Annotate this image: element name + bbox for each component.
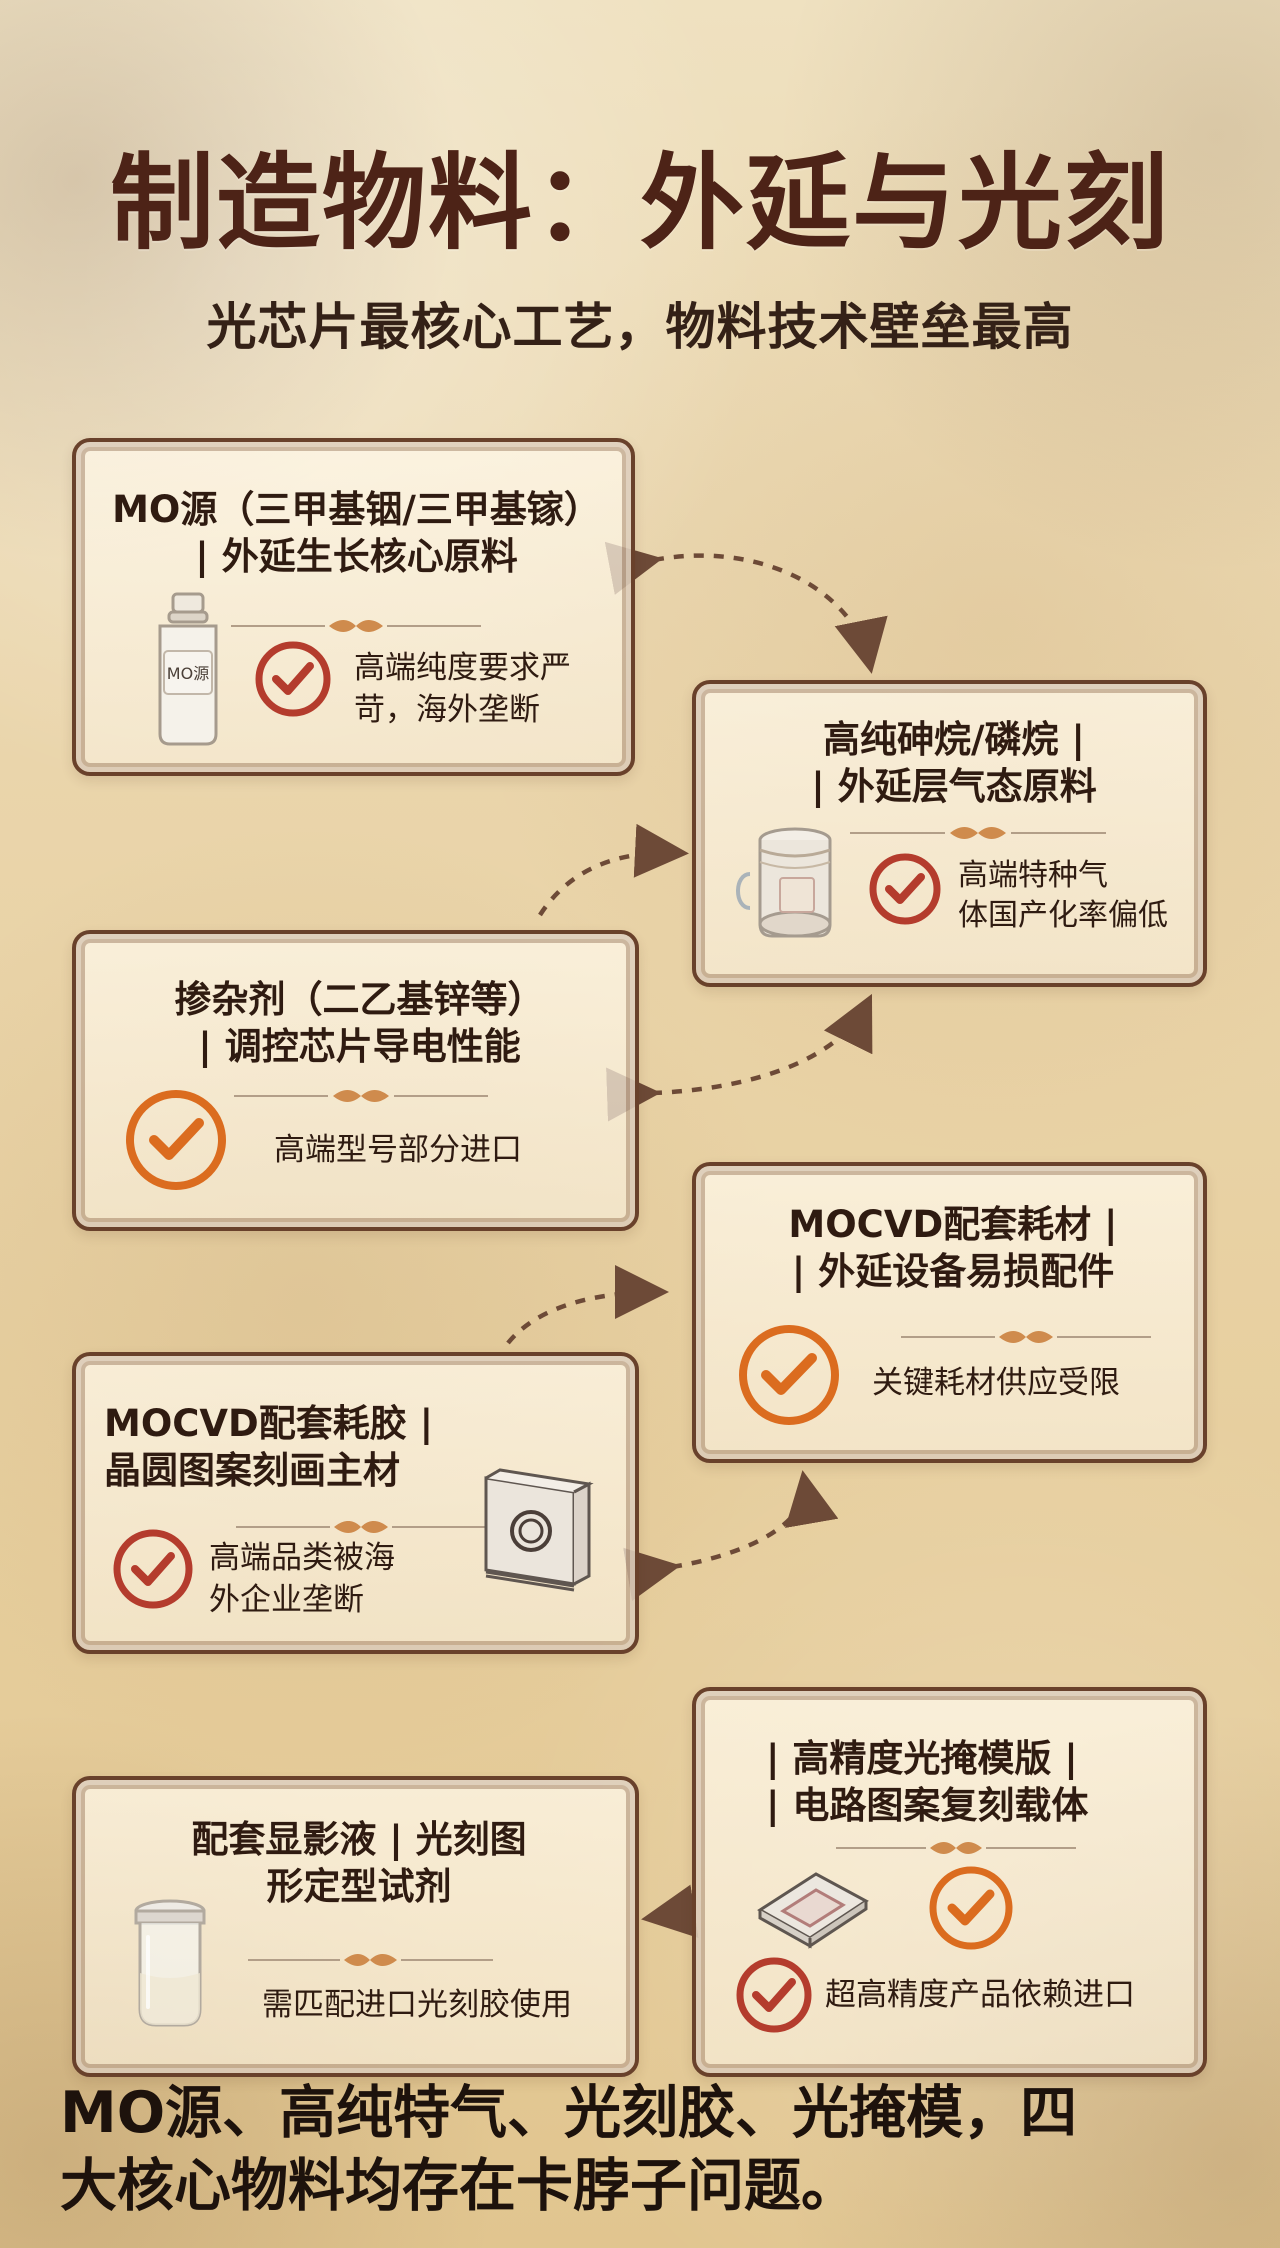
card-title: 配套显影液 | 光刻图 形定型试剂 bbox=[191, 1818, 527, 1909]
page-subtitle: 光芯片最核心工艺，物料技术壁垒最高 bbox=[206, 298, 1074, 356]
check-icon bbox=[732, 1318, 846, 1432]
card-title: 掺杂剂（二乙基锌等） | 调控芯片导电性能 bbox=[174, 978, 545, 1069]
card-description: 高端型号部分进口 bbox=[274, 1132, 522, 1168]
divider-ornament bbox=[231, 618, 481, 634]
divider-ornament bbox=[234, 1088, 488, 1104]
card-mocvd-consumables: MOCVD配套耗材 | | 外延设备易损配件 关键耗材供应受限 bbox=[692, 1162, 1207, 1463]
card-photomask: | 高精度光掩模版 | | 电路图案复刻载体 bbox=[692, 1687, 1207, 2077]
bottle-icon: MO源 bbox=[138, 584, 238, 754]
card-dopant: 掺杂剂（二乙基锌等） | 调控芯片导电性能 高端型号部分进口 bbox=[72, 930, 639, 1231]
card-title: MO源（三甲基铟/三甲基镓） | 外延生长核心原料 bbox=[112, 488, 601, 579]
divider-ornament bbox=[901, 1329, 1151, 1345]
check-icon bbox=[110, 1526, 196, 1612]
gas-canister-icon bbox=[734, 820, 852, 952]
card-description: 超高精度产品依赖进口 bbox=[825, 1977, 1135, 2013]
connector-3 bbox=[606, 993, 873, 1122]
card-mocvd-glue: MOCVD配套耗胶 | 晶圆图案刻画主材 高端品类被海 外企业垄断 bbox=[72, 1352, 639, 1654]
glass-jar-icon bbox=[118, 1893, 222, 2039]
card-description: 关键耗材供应受限 bbox=[872, 1365, 1120, 1401]
connector-4 bbox=[506, 1265, 669, 1345]
card-mo-source: MO源（三甲基铟/三甲基镓） | 外延生长核心原料 MO源 高端纯度要 bbox=[72, 438, 635, 776]
check-icon bbox=[866, 850, 944, 928]
connector-1 bbox=[604, 541, 888, 674]
card-developer-solution: 配套显影液 | 光刻图 形定型试剂 需匹配进口光刻胶使用 bbox=[72, 1776, 639, 2077]
card-description: 高端特种气 体国产化率偏低 bbox=[958, 858, 1168, 934]
bottle-label: MO源 bbox=[167, 664, 209, 683]
connector-2 bbox=[538, 823, 689, 917]
divider-ornament bbox=[236, 1519, 486, 1535]
card-description: 高端纯度要求严 苛，海外垄断 bbox=[354, 650, 571, 728]
divider-ornament bbox=[836, 1840, 1076, 1856]
card-title: 高纯砷烷/磷烷 | | 外延层气态原料 bbox=[811, 718, 1097, 809]
divider-ornament bbox=[248, 1952, 493, 1968]
connector-5 bbox=[623, 1470, 839, 1602]
card-high-purity-gas: 高纯砷烷/磷烷 | | 外延层气态原料 bbox=[692, 680, 1207, 987]
footer-summary: MO源、高纯特气、光刻胶、光掩模，四 大核心物料均存在卡脖子问题。 bbox=[60, 2080, 1078, 2219]
page-title: 制造物料：外延与光刻 bbox=[109, 142, 1170, 264]
check-icon bbox=[252, 638, 334, 720]
check-icon bbox=[120, 1084, 232, 1196]
orange-check-icon bbox=[924, 1861, 1018, 1955]
wafer-box-icon bbox=[466, 1468, 598, 1610]
divider-ornament bbox=[850, 825, 1106, 841]
card-description: 需匹配进口光刻胶使用 bbox=[262, 1987, 572, 2023]
photomask-icon bbox=[748, 1856, 876, 1954]
card-title: MOCVD配套耗胶 | 晶圆图案刻画主材 bbox=[104, 1402, 434, 1493]
card-title: MOCVD配套耗材 | | 外延设备易损配件 bbox=[788, 1203, 1118, 1294]
check-icon bbox=[732, 1953, 816, 2037]
card-description: 高端品类被海 外企业垄断 bbox=[209, 1540, 395, 1618]
card-title: | 高精度光掩模版 | | 电路图案复刻载体 bbox=[766, 1737, 1089, 1828]
connector-6 bbox=[641, 1884, 699, 1939]
